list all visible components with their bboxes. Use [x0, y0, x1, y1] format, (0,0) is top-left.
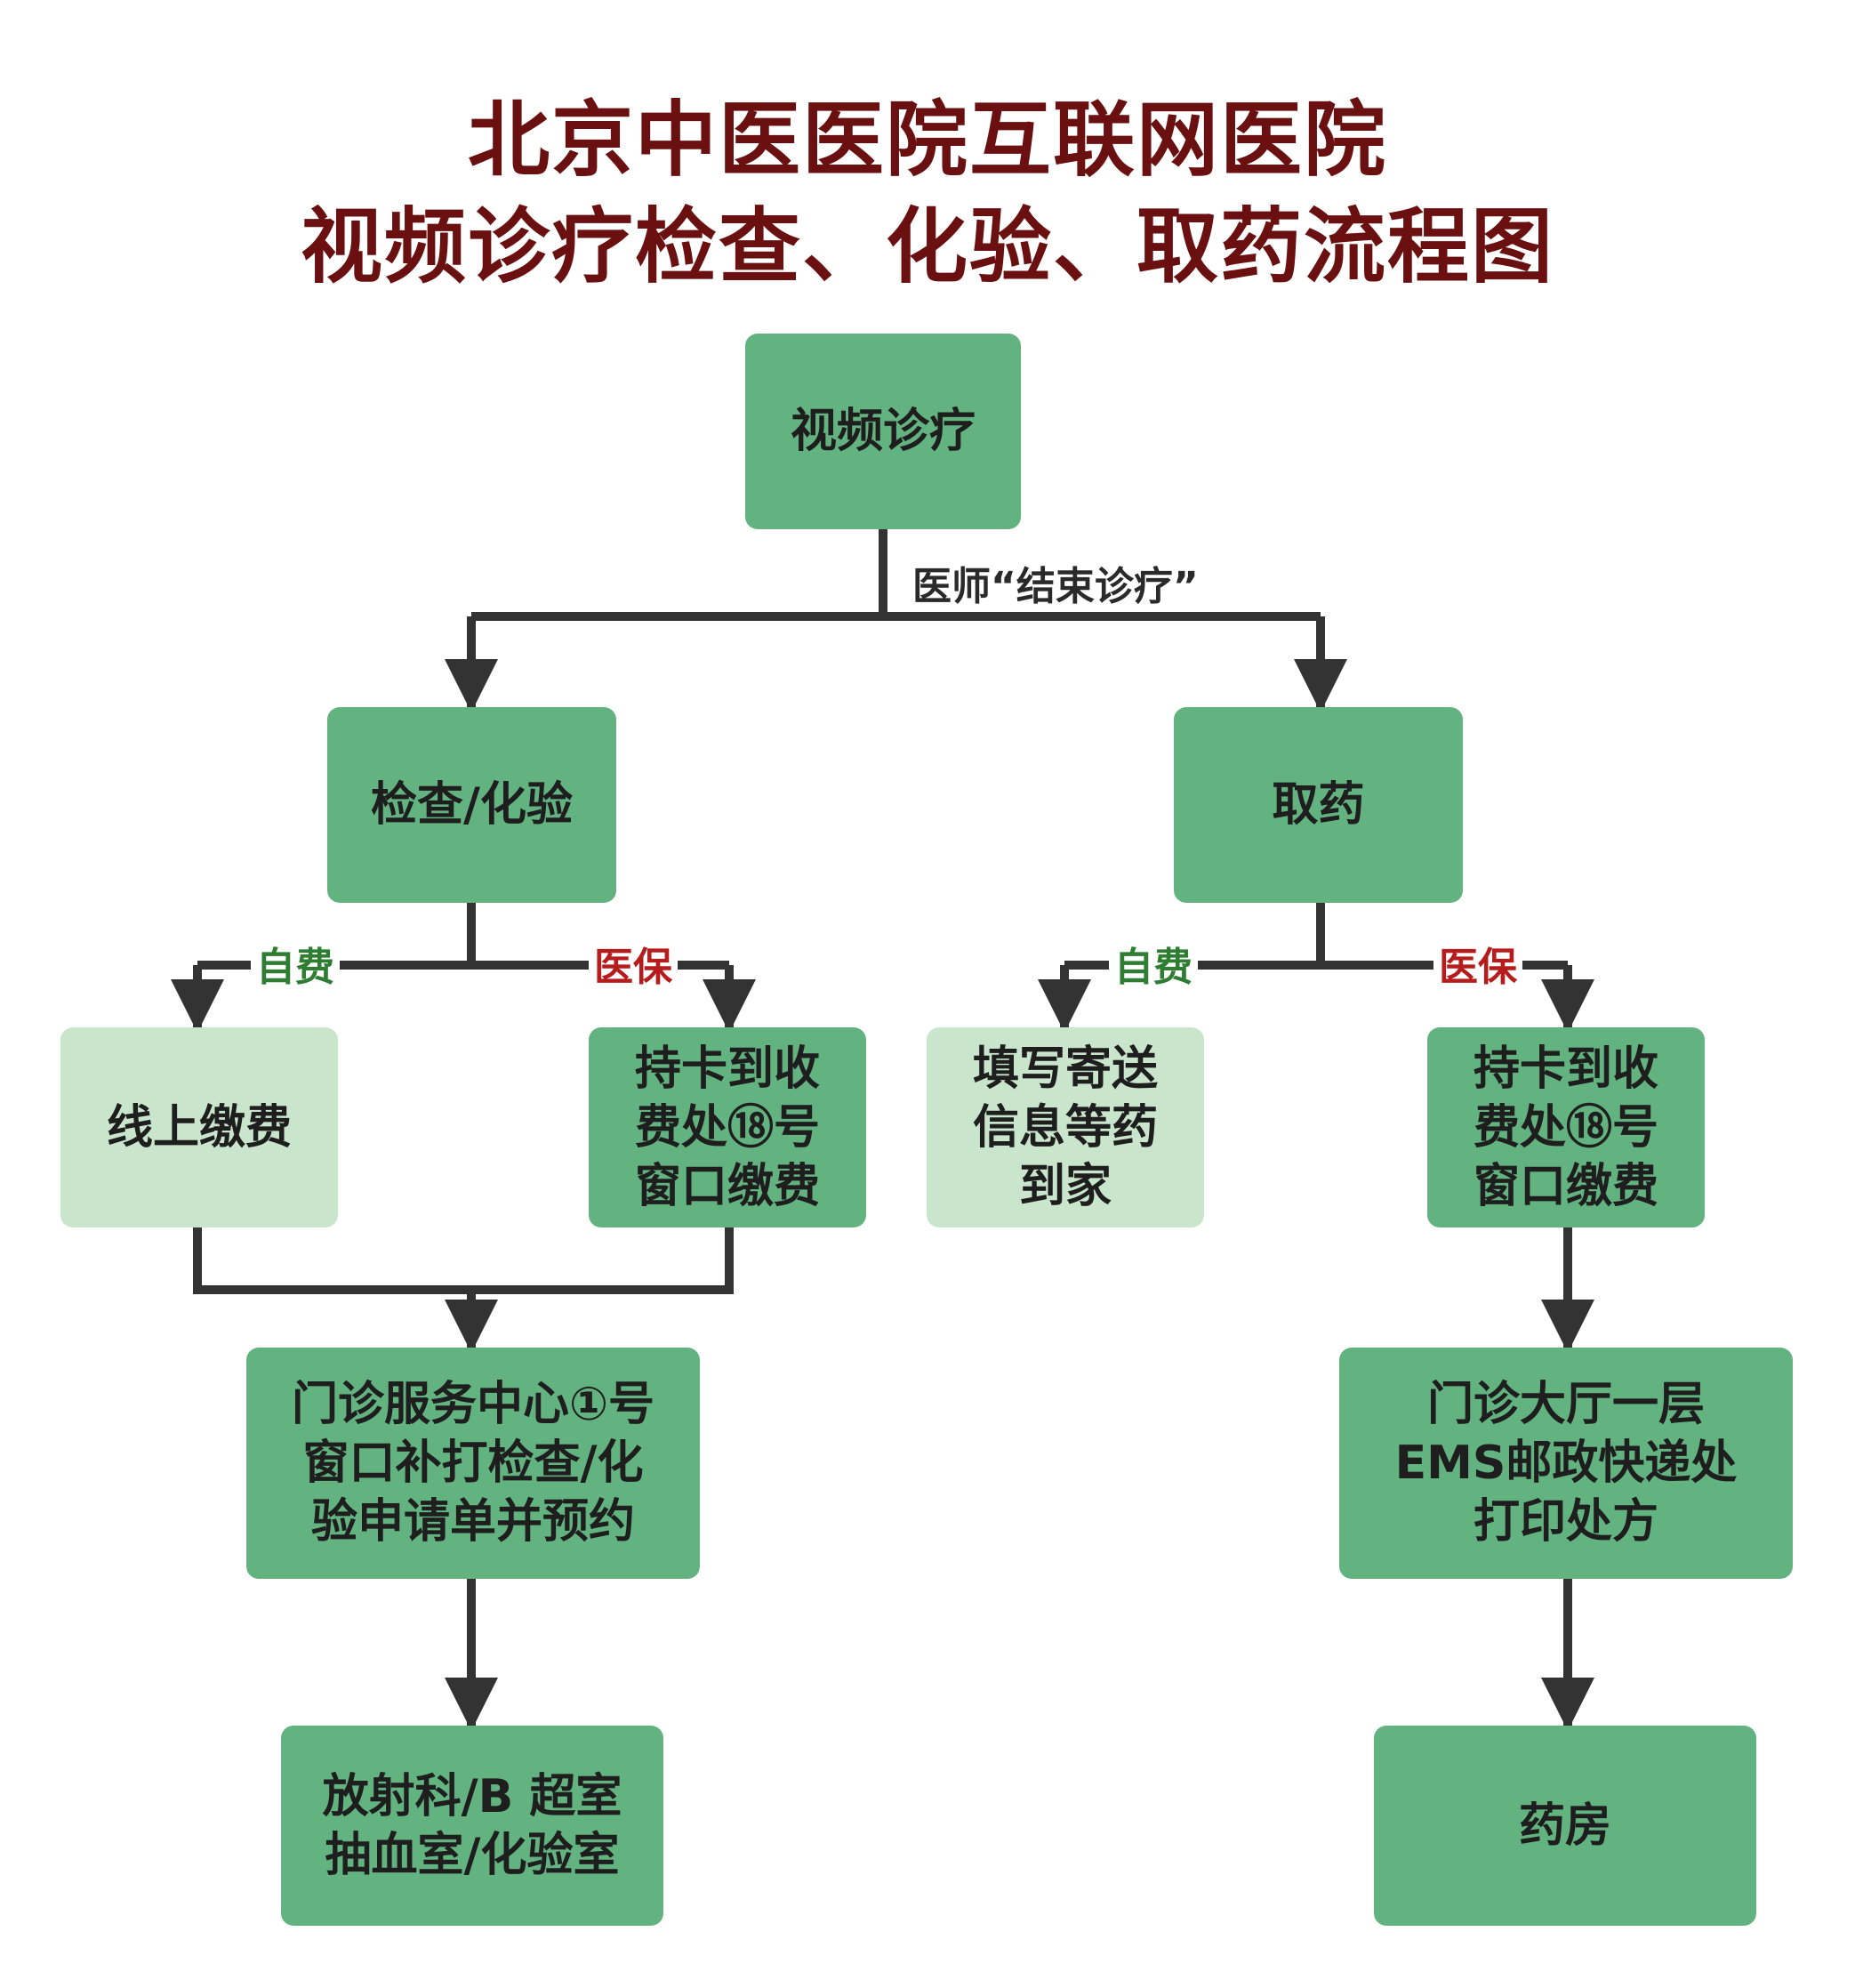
node-radiology: 放射科/B 超室 抽血室/化验室	[281, 1726, 663, 1926]
edge-label-end-consult: 医师“结束诊疗”	[907, 562, 1204, 612]
node-video-diagnosis: 视频诊疗	[745, 334, 1021, 529]
connector-merge-left	[193, 1227, 734, 1294]
node-mail-medicine: 填写寄送 信息等药 到家	[927, 1027, 1204, 1227]
node-ems-print: 门诊大厅一层 EMS邮政快递处 打印处方	[1339, 1348, 1793, 1579]
node-service-center: 门诊服务中心①号 窗口补打检查/化 验申请单并预约	[246, 1348, 700, 1579]
page-title-line2: 视频诊疗检查、化验、取药流程图	[300, 199, 1554, 294]
node-exam-lab: 检查/化验	[327, 707, 616, 903]
edge-label-insurance-right: 医保	[1433, 943, 1522, 993]
node-pharmacy: 药房	[1374, 1726, 1756, 1926]
node-card-payment-right: 持卡到收 费处⑱号 窗口缴费	[1427, 1027, 1705, 1227]
page-title-line1: 北京中医医院互联网医院	[467, 93, 1387, 188]
edge-label-self-pay-left: 自费	[251, 943, 340, 993]
edge-label-insurance-left: 医保	[589, 943, 678, 993]
node-online-payment: 线上缴费	[60, 1027, 338, 1227]
edge-label-self-pay-right: 自费	[1109, 943, 1198, 993]
node-get-medicine: 取药	[1174, 707, 1463, 903]
node-card-payment-left: 持卡到收 费处⑱号 窗口缴费	[589, 1027, 866, 1227]
